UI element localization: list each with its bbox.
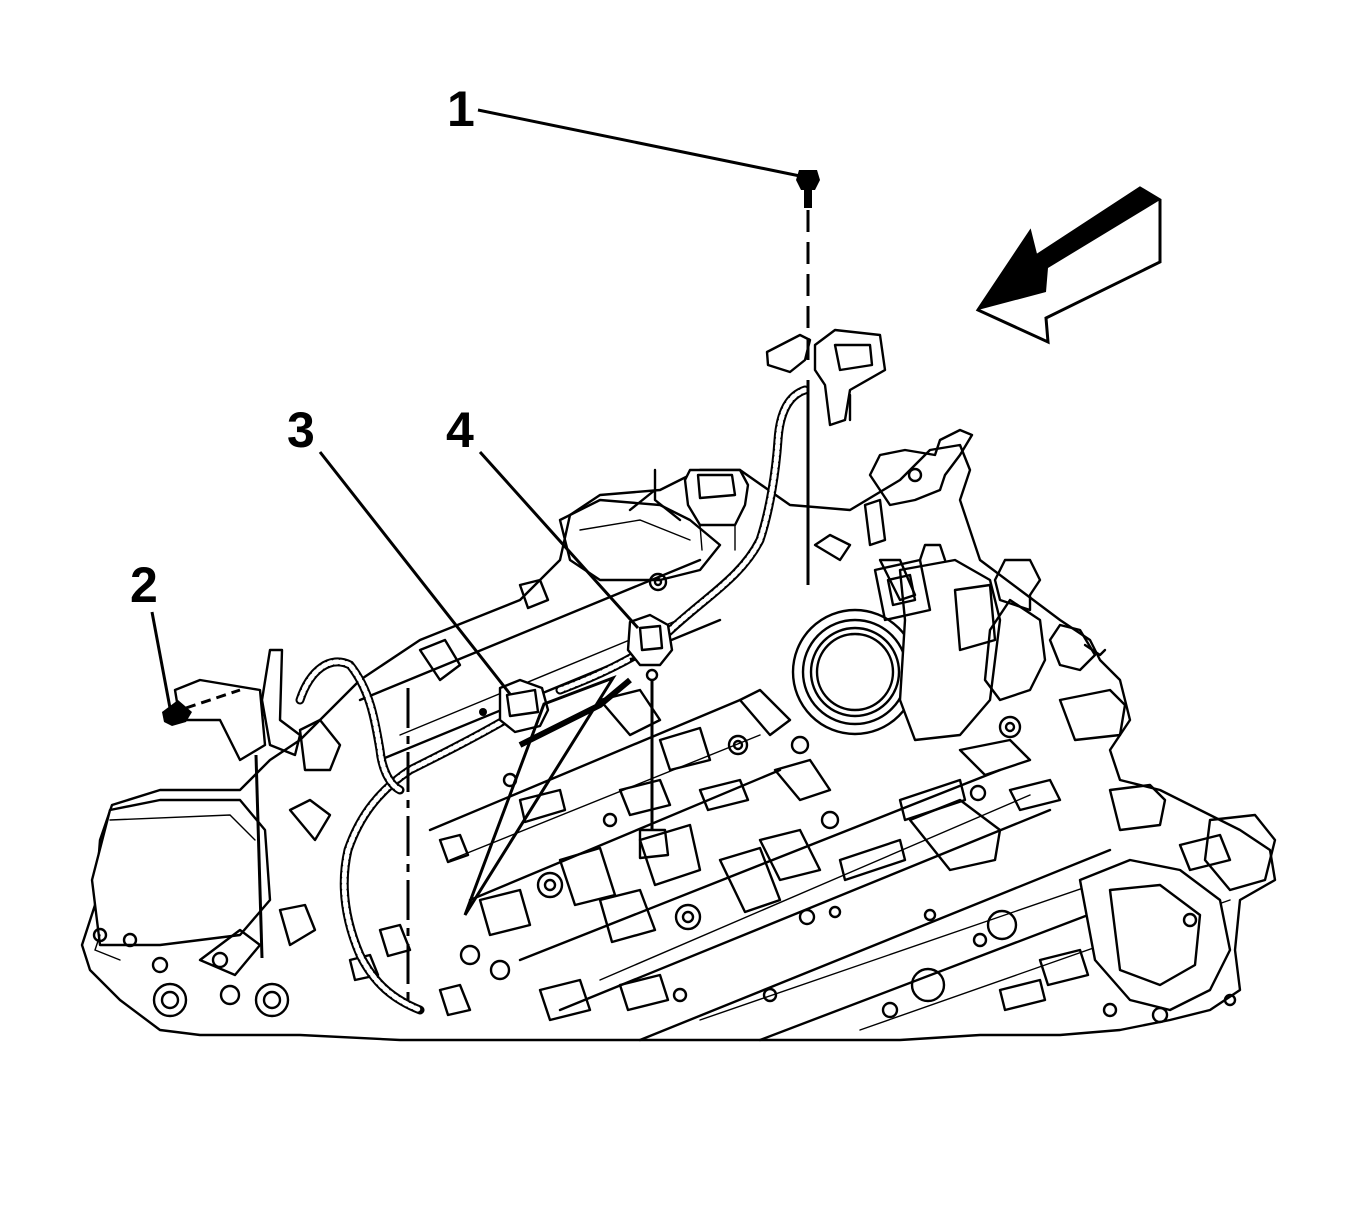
direction-arrow-icon bbox=[975, 186, 1162, 345]
bolt-1 bbox=[796, 170, 820, 208]
sensor-connector-4 bbox=[626, 613, 674, 682]
harness-bracket bbox=[765, 328, 887, 427]
callout-label-4: 4 bbox=[446, 402, 474, 458]
engine-block bbox=[80, 428, 1277, 1042]
leader-line-1 bbox=[477, 108, 801, 178]
leader-line-4 bbox=[478, 450, 640, 630]
wiring-harness bbox=[295, 385, 810, 1015]
leader-line-3 bbox=[318, 451, 512, 695]
bolt-2-guide-line bbox=[254, 754, 264, 959]
sensor-connector-3 bbox=[479, 678, 550, 734]
callout-label-1: 1 bbox=[447, 81, 475, 137]
callout-label-3: 3 bbox=[287, 402, 315, 458]
callout-label-2: 2 bbox=[130, 557, 158, 613]
callout-3-triangle bbox=[463, 675, 617, 916]
leader-line-2 bbox=[150, 611, 172, 709]
